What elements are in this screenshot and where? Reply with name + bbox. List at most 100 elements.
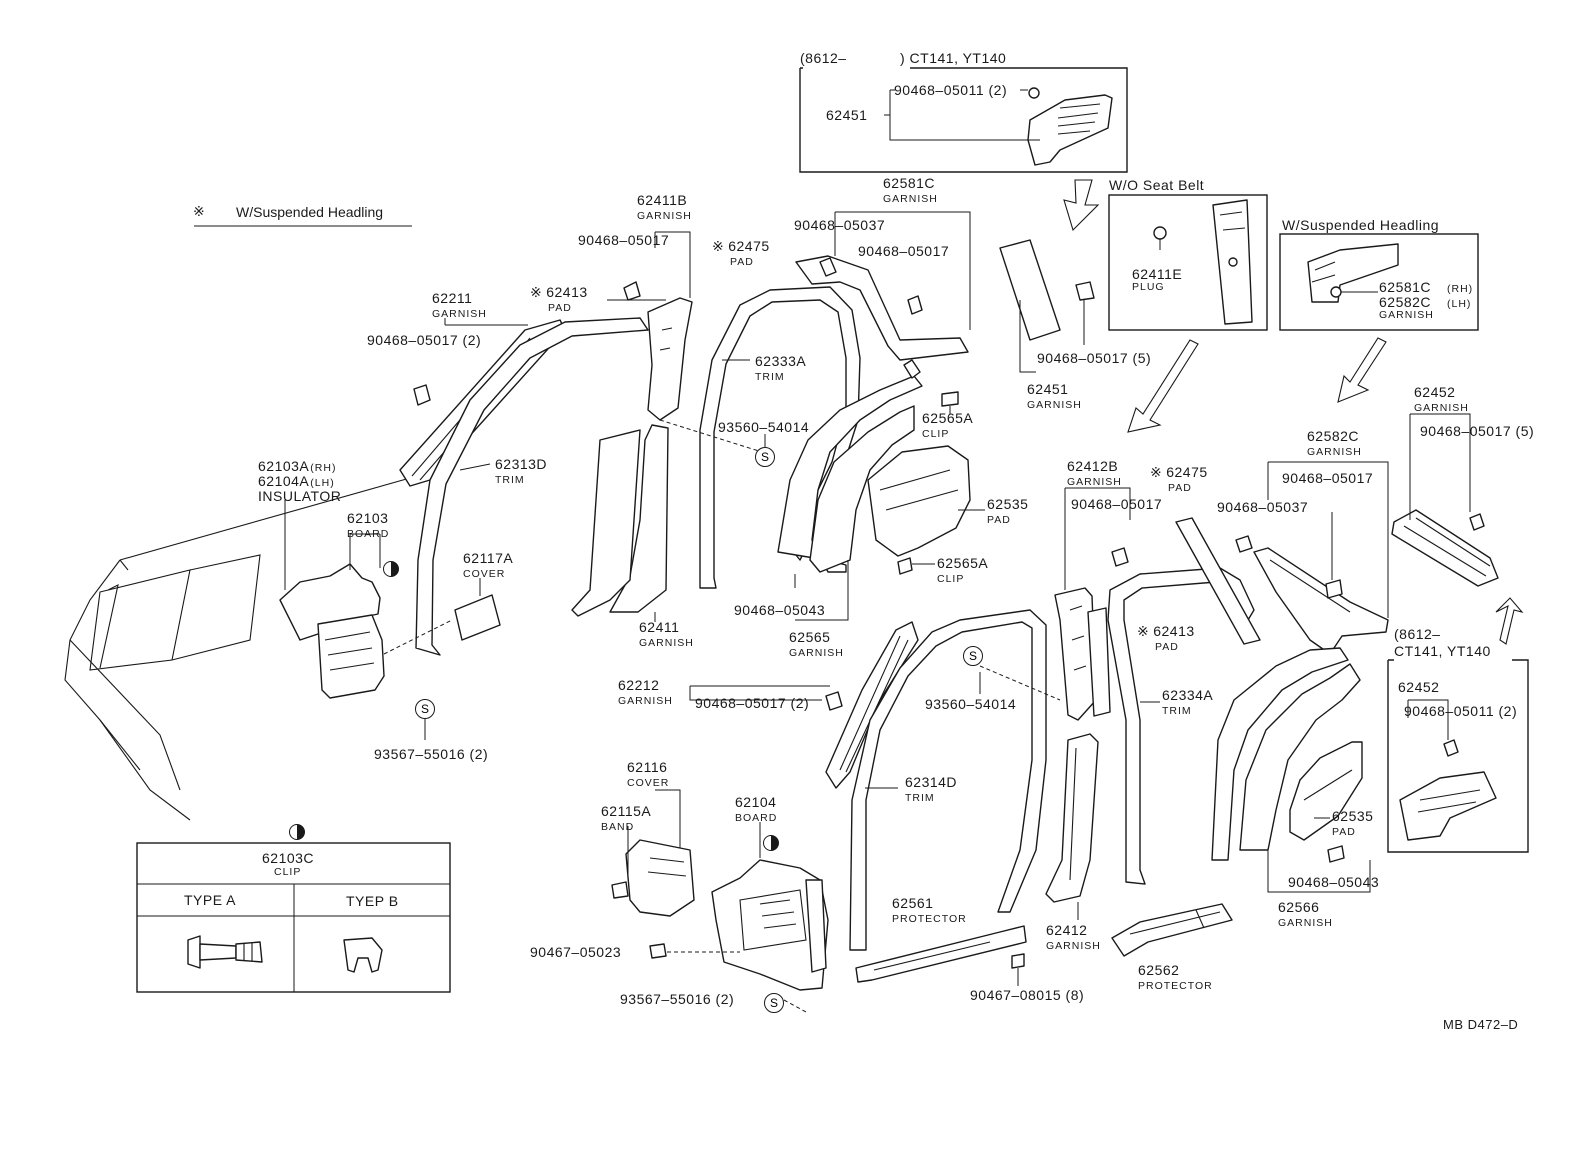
part-number: 62333A — [755, 353, 807, 369]
part-number: 62115A — [601, 803, 652, 819]
legend-mark: ※ — [193, 203, 205, 219]
part-number: 62117A — [463, 550, 514, 566]
part-description: PAD — [1168, 482, 1192, 494]
part-number: 62103 — [347, 510, 389, 526]
inset-right-part: 62452 — [1398, 679, 1440, 695]
part-number: 62103A — [258, 458, 310, 474]
inset-seatbelt-sub: PLUG — [1132, 281, 1165, 293]
part-description: GARNISH — [1307, 446, 1362, 458]
part-number: 90468–05037 — [794, 217, 886, 233]
inset-top-header-suffix: ) CT141, YT140 — [900, 50, 1007, 66]
part-description: PAD — [730, 256, 754, 268]
suspended-headling-mark: ※ — [1137, 623, 1150, 639]
callout-90468-05037-b: 90468–05037 — [1217, 500, 1308, 516]
part-description: GARNISH — [1046, 940, 1101, 952]
inset-right-header-prefix: (8612– — [1394, 626, 1441, 642]
clip-type-a: TYPE A — [184, 892, 237, 908]
callout-62103A: 62103A(RH) — [258, 459, 336, 475]
callout-90468-05017-2b: 90468–05017 (2) — [695, 696, 809, 712]
part-number: 62565A — [922, 410, 974, 426]
part-number: 90468–05043 — [1288, 874, 1380, 890]
inset-box-seatbelt — [1108, 194, 1268, 331]
part-number: 62411B — [637, 192, 688, 208]
inset-headling-part-rh: 62581C — [1379, 279, 1432, 295]
part-description: BOARD — [347, 528, 390, 540]
suspended-headling-mark: ※ — [712, 238, 725, 254]
callout-62333A: 62333A TRIM — [755, 354, 806, 383]
part-description: PAD — [1332, 826, 1356, 838]
callout-90468-05017-5b: 90468–05017 (5) — [1420, 424, 1534, 440]
callout-90468-05017-c: 90468–05017 — [858, 244, 949, 260]
inset-right-header-suffix: CT141, YT140 — [1394, 643, 1491, 659]
part-description: (RH) — [310, 462, 337, 474]
part-description: GARNISH — [883, 193, 938, 205]
reference-code: MB D472–D — [1443, 1017, 1519, 1032]
part-description: PAD — [548, 302, 572, 314]
part-number: 90468–05017 — [1071, 496, 1163, 512]
callout-62104A: 62104A(LH) — [258, 474, 335, 490]
part-number: 90468–05017 (2) — [695, 695, 810, 711]
part-number: 62104A — [258, 473, 310, 489]
part-number: 62565A — [937, 555, 989, 571]
part-description: (LH) — [310, 477, 335, 489]
part-description: TRIM — [905, 792, 935, 804]
callout-90467-05023: 90467–05023 — [530, 945, 621, 961]
part-number: 62116 — [627, 759, 668, 775]
part-number: 62475 — [728, 238, 770, 254]
part-number: 62104 — [735, 794, 777, 810]
inset-top-part: 62451 — [826, 107, 868, 123]
inset-headling-title: W/Suspended Headling — [1282, 217, 1440, 233]
inset-seatbelt-part: 62411E — [1132, 266, 1183, 282]
callout-93567-55016-2b: 93567–55016 (2) — [620, 992, 734, 1008]
part-number: 62412B — [1067, 458, 1119, 474]
inset-headling-part-lh: 62582C — [1379, 294, 1432, 310]
part-description: PAD — [1155, 641, 1179, 653]
callout-93560-54014-b: 93560–54014 — [925, 697, 1016, 713]
inset-right-fastener: 90468–05011 (2) — [1404, 703, 1518, 719]
part-number: 62451 — [1027, 381, 1069, 397]
callout-90468-05043-b: 90468–05043 — [1288, 875, 1379, 891]
part-number: 90468–05017 (2) — [367, 332, 482, 348]
part-number: 62211 — [432, 290, 473, 306]
callout-90468-05017-e: 90468–05017 — [1282, 471, 1373, 487]
clip-table-sub: CLIP — [274, 866, 302, 878]
part-description: TRIM — [755, 371, 785, 383]
part-number: 93567–55016 (2) — [374, 746, 489, 762]
callout-90468-05017-2a: 90468–05017 (2) — [367, 333, 481, 349]
part-number: 62411 — [639, 619, 680, 635]
part-number: 62561 — [892, 895, 934, 911]
callout-90468-05017-5a: 90468–05017 (5) — [1037, 351, 1151, 367]
part-number: 90467–08015 (8) — [970, 987, 1085, 1003]
part-number: 62313D — [495, 456, 548, 472]
inset-headling-sub: GARNISH — [1379, 309, 1434, 321]
part-description: GARNISH — [432, 308, 487, 320]
part-description: GARNISH — [639, 637, 694, 649]
inset-top-header-prefix: (8612– — [800, 50, 847, 66]
inset-headling-rh: (RH) — [1447, 283, 1474, 295]
part-description: TRIM — [1162, 705, 1192, 717]
s-mark-badge: S — [415, 699, 435, 719]
part-number: 62452 — [1414, 384, 1456, 400]
part-number: 62565 — [789, 629, 831, 645]
part-description: GARNISH — [1278, 917, 1333, 929]
part-number: 90468–05043 — [734, 602, 826, 618]
callout-90468-05017-d: 90468–05017 — [1071, 497, 1162, 513]
part-number: 62566 — [1278, 899, 1320, 915]
part-description: PROTECTOR — [892, 913, 967, 925]
part-description: PROTECTOR — [1138, 980, 1213, 992]
part-description: BOARD — [735, 812, 778, 824]
part-number: 90467–05023 — [530, 944, 622, 960]
